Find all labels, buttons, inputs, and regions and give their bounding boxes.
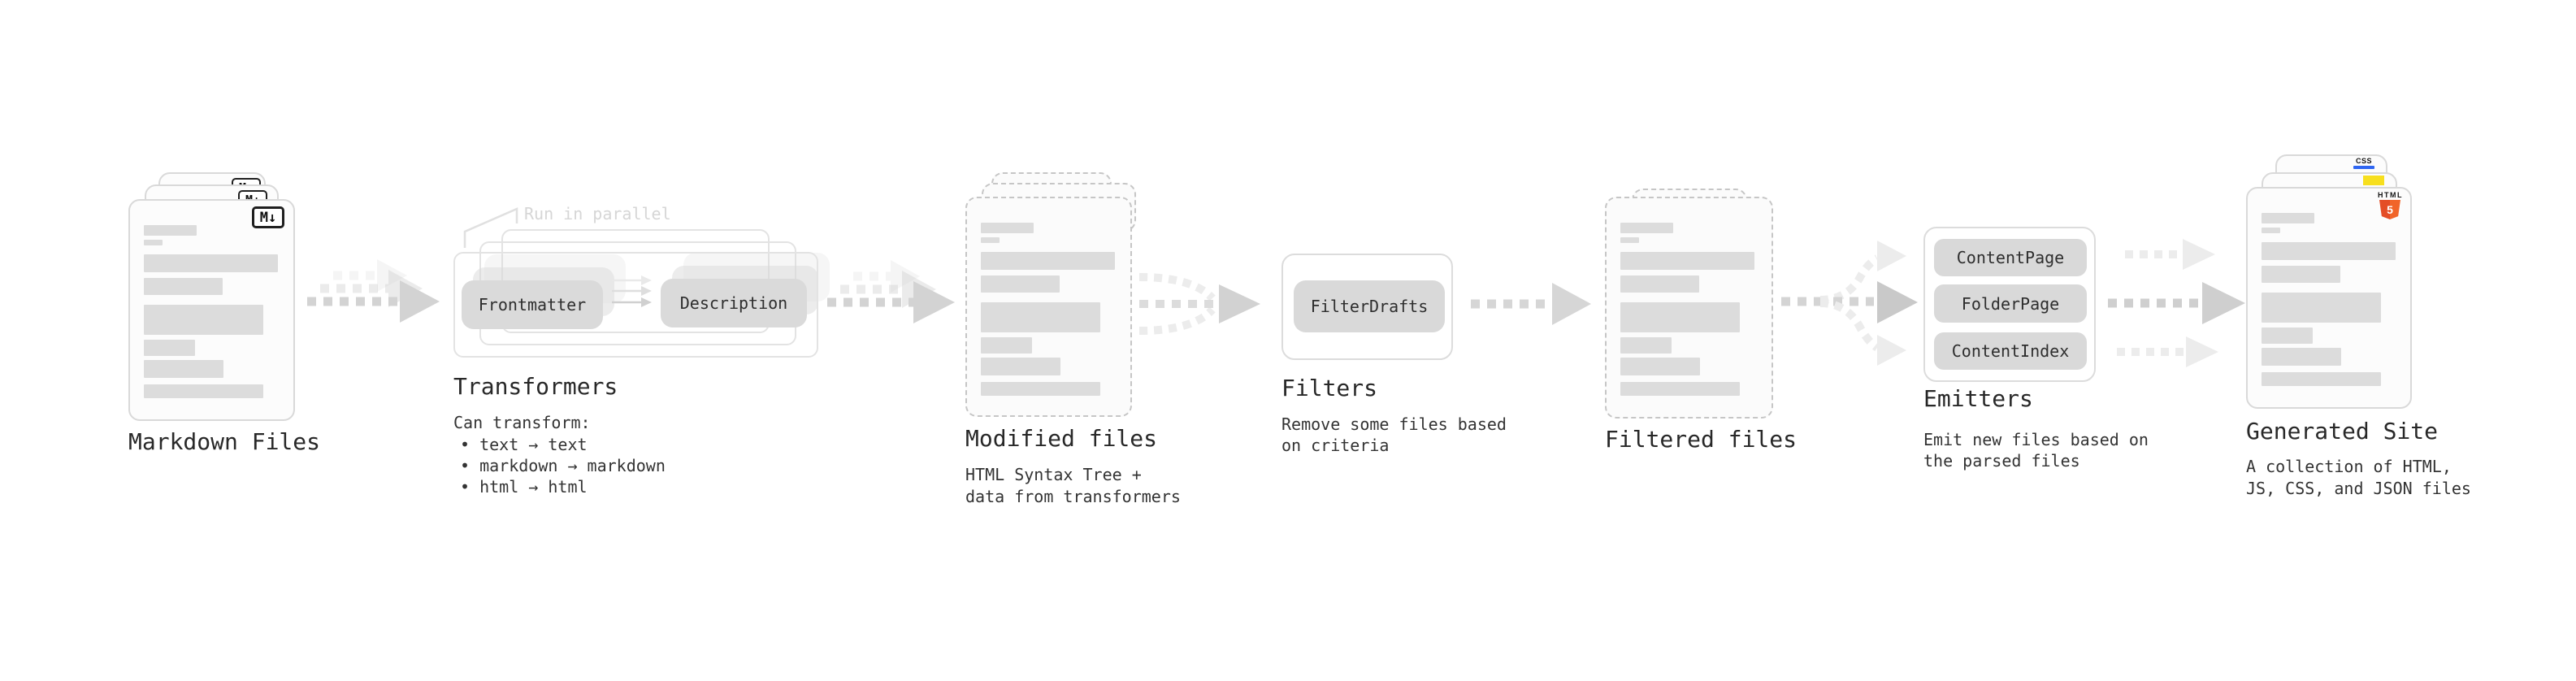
content-bar (144, 340, 195, 356)
content-bar (144, 225, 197, 236)
modified-files-desc: data from transformers (965, 487, 1181, 506)
content-bar (144, 240, 163, 245)
emitters-panel: ContentPage FolderPage ContentIndex (1923, 227, 2096, 382)
description-pill: Description (661, 279, 807, 327)
content-bar (144, 360, 223, 378)
content-bar (1620, 275, 1699, 293)
modified-files-desc: HTML Syntax Tree + (965, 465, 1142, 484)
js-file-icon (2363, 176, 2384, 185)
content-bar (2262, 293, 2381, 323)
css-icon-underline (2353, 166, 2374, 169)
filters-panel: FilterDrafts (1281, 254, 1453, 360)
modified-files-label: Modified files (965, 425, 1158, 452)
arrow-filtered-to-emitters (1781, 241, 1918, 366)
generated-site-desc: A collection of HTML, (2246, 457, 2452, 476)
content-bar (1620, 252, 1754, 270)
content-bar (2262, 213, 2314, 223)
filtered-file-card (1605, 197, 1773, 419)
filters-desc: Remove some files based (1281, 414, 1507, 434)
modified-file-card (965, 197, 1132, 417)
filters-desc: on criteria (1281, 436, 1390, 455)
html5-icon-shield: 5 (2379, 200, 2400, 219)
content-bar (144, 278, 223, 295)
arrow-modified-to-filters (1138, 273, 1260, 335)
content-bar (144, 384, 263, 398)
emitters-label: Emitters (1923, 385, 2033, 412)
content-bar (144, 305, 263, 335)
css-file-icon: CSS (2353, 158, 2374, 169)
arrow-transformers-to-modified (827, 260, 955, 323)
transformers-label: Transformers (453, 373, 618, 400)
generated-site-desc: JS, CSS, and JSON files (2246, 479, 2471, 498)
content-bar (981, 275, 1060, 293)
content-bar (2262, 228, 2280, 233)
html5-icon-label: HTML (2378, 191, 2403, 199)
content-bar (1620, 382, 1740, 396)
document-content-placeholder (1620, 223, 1754, 396)
document-content-placeholder (144, 225, 278, 398)
folderpage-pill: FolderPage (1934, 284, 2087, 323)
content-bar (2262, 372, 2381, 386)
contentindex-pill: ContentIndex (1934, 332, 2087, 370)
content-bar (981, 252, 1115, 270)
css-icon-label: CSS (2355, 157, 2372, 165)
markdown-files-label: Markdown Files (128, 428, 321, 455)
run-in-parallel-annotation: Run in parallel (524, 204, 671, 223)
content-bar (1620, 237, 1639, 243)
contentpage-pill: ContentPage (1934, 239, 2087, 276)
content-bar (1620, 337, 1672, 354)
generated-site-label: Generated Site (2246, 418, 2439, 445)
content-bar (1620, 223, 1673, 233)
content-bar (981, 382, 1100, 396)
document-content-placeholder (2262, 213, 2396, 386)
filters-label: Filters (1281, 375, 1378, 401)
content-bar (981, 223, 1034, 233)
emitters-desc: the parsed files (1923, 451, 2080, 471)
transformers-bullet: • text → text (460, 435, 588, 454)
markdown-file-card: M↓ (128, 199, 295, 421)
content-bar (1620, 302, 1740, 332)
content-bar (1620, 358, 1700, 375)
transformers-bullet: • markdown → markdown (460, 456, 666, 475)
content-bar (2262, 266, 2340, 283)
content-bar (981, 337, 1032, 354)
transformers-heading: Can transform: (453, 413, 591, 432)
arrow-markdown-to-transformers (307, 259, 440, 323)
content-bar (144, 254, 278, 272)
markdown-icon: M↓ (252, 206, 284, 228)
content-bar (981, 358, 1060, 375)
content-bar (981, 302, 1100, 332)
emitters-desc: Emit new files based on (1923, 430, 2149, 449)
arrow-filters-to-filtered (1471, 283, 1591, 325)
content-bar (981, 237, 1000, 243)
frontmatter-pill: Frontmatter (462, 280, 603, 329)
filtered-files-label: Filtered files (1605, 426, 1798, 453)
content-bar (2262, 242, 2396, 260)
arrow-emitters-to-generated (2108, 239, 2245, 367)
content-bar (2262, 348, 2341, 366)
document-content-placeholder (981, 223, 1115, 396)
transformer-frame-front (453, 252, 818, 358)
html5-icon-number: 5 (2387, 203, 2393, 216)
content-bar (2262, 327, 2313, 344)
generated-file-card: HTML 5 (2246, 187, 2412, 409)
transformers-bullet: • html → html (460, 477, 588, 497)
filterdrafts-pill: FilterDrafts (1294, 280, 1445, 332)
html5-icon: HTML 5 (2378, 192, 2402, 219)
